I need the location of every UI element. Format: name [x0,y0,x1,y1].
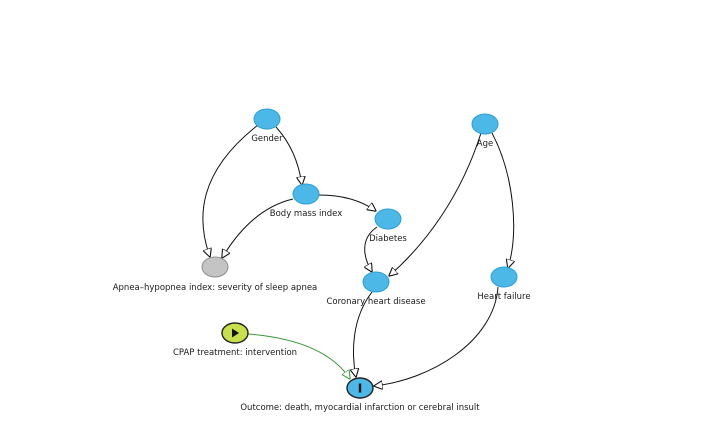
edge-age-chd [389,132,482,276]
edge-chd-outcome [353,291,373,377]
node-age[interactable] [471,113,499,135]
node-diabetes[interactable] [374,208,402,230]
node-cpap[interactable] [221,322,249,344]
node-ahi[interactable] [201,256,229,278]
label-gender: Gender [251,134,283,144]
label-bmi: Body mass index [269,209,343,219]
edge-bmi-ahi [222,198,294,258]
edge-cpap-outcome [247,333,350,379]
node-hf[interactable] [490,266,518,288]
edge-gender-ahi [202,124,259,257]
label-diabetes: Diabetes [369,234,407,244]
edges [202,124,514,386]
label-hf: Heart failure [477,292,531,302]
label-cpap: CPAP treatment: intervention [172,348,298,358]
bar-icon [358,383,362,393]
edge-bmi-diabetes [318,194,376,211]
edge-hf-outcome [374,286,499,386]
label-age: Age [476,139,494,149]
label-outcome: Outcome: death, myocardial infarction or… [240,403,480,413]
label-chd: Coronary heart disease [326,297,426,307]
edge-age-hf [491,132,514,268]
node-outcome[interactable] [346,377,374,399]
label-ahi: Apnea–hypopnea index: severity of sleep … [112,283,318,293]
node-chd[interactable] [362,271,390,293]
node-bmi[interactable] [292,183,320,205]
edge-diabetes-chd [365,226,378,272]
nodes [201,108,518,399]
play-icon [232,328,239,338]
node-gender[interactable] [253,108,281,130]
edge-gender-bmi [275,126,302,185]
